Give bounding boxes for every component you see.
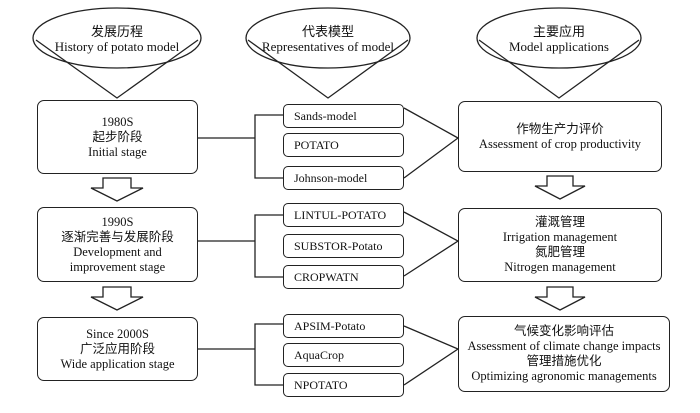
- down-arrow-right-1: [534, 175, 586, 200]
- model-label: AquaCrop: [294, 348, 344, 362]
- stage-box-initial: 1980S 起步阶段 Initial stage: [37, 100, 198, 174]
- brace-stage-2: [198, 214, 283, 278]
- model-box: NPOTATO: [283, 373, 404, 397]
- converge-group-2: [403, 211, 460, 277]
- header-applications-en: Model applications: [508, 39, 609, 54]
- down-arrow-left-1: [90, 177, 144, 202]
- application-en-2: Nitrogen management: [504, 260, 616, 274]
- model-label: APSIM-Potato: [294, 319, 366, 333]
- stage-box-wide-application: Since 2000S 广泛应用阶段 Wide application stag…: [37, 317, 198, 381]
- model-box: SUBSTOR-Potato: [283, 234, 404, 258]
- model-box: CROPWATN: [283, 265, 404, 289]
- model-label: NPOTATO: [294, 378, 348, 392]
- stage-name-zh: 逐渐完善与发展阶段: [61, 229, 174, 244]
- header-history: 发展历程 History of potato model: [37, 24, 197, 54]
- stage-period: 1990S: [101, 214, 134, 229]
- down-arrow-right-2: [534, 286, 586, 311]
- application-en-2: Optimizing agronomic managements: [471, 369, 657, 383]
- converge-group-3: [403, 325, 460, 386]
- model-label: Sands-model: [294, 109, 357, 123]
- stage-name-en: Development and: [73, 244, 162, 259]
- model-box: APSIM-Potato: [283, 314, 404, 338]
- stage-period: Since 2000S: [86, 326, 149, 341]
- header-models-en: Representatives of model: [261, 39, 395, 54]
- application-zh: 作物生产力评价: [516, 121, 604, 136]
- stage-period: 1980S: [101, 114, 134, 129]
- model-label: CROPWATN: [294, 270, 359, 284]
- model-box: Johnson-model: [283, 166, 404, 190]
- header-history-en: History of potato model: [54, 39, 180, 54]
- header-applications: 主要应用 Model applications: [479, 24, 639, 54]
- header-applications-zh: 主要应用: [532, 24, 585, 39]
- application-zh-2: 氮肥管理: [534, 245, 585, 259]
- application-zh: 气候变化影响评估: [513, 324, 614, 338]
- brace-stage-1: [198, 114, 283, 179]
- application-en: Assessment of crop productivity: [478, 136, 642, 151]
- model-label: Johnson-model: [294, 171, 368, 185]
- header-history-zh: 发展历程: [90, 24, 143, 39]
- model-box: POTATO: [283, 133, 404, 157]
- stage-name-zh: 广泛应用阶段: [79, 341, 155, 356]
- application-box-climate-management: 气候变化影响评估 Assessment of climate change im…: [458, 316, 670, 392]
- header-ellipse-history: [32, 7, 202, 69]
- model-label: POTATO: [294, 138, 339, 152]
- header-models: 代表模型 Representatives of model: [248, 24, 408, 54]
- application-zh: 灌溉管理: [534, 215, 585, 229]
- header-ellipse-applications: [476, 7, 642, 69]
- model-label: SUBSTOR-Potato: [294, 239, 383, 253]
- application-box-productivity: 作物生产力评价 Assessment of crop productivity: [458, 101, 662, 172]
- model-label: LINTUL-POTATO: [294, 208, 387, 222]
- header-triangle-models: [247, 39, 409, 99]
- down-arrow-left-2: [90, 286, 144, 311]
- brace-stage-3: [198, 323, 283, 386]
- model-box: LINTUL-POTATO: [283, 203, 404, 227]
- stage-name-zh: 起步阶段: [92, 129, 143, 144]
- stage-box-development: 1990S 逐渐完善与发展阶段 Development and improvem…: [37, 207, 198, 282]
- stage-name-en: Wide application stage: [60, 356, 175, 371]
- stage-name-en: Initial stage: [88, 144, 147, 159]
- model-box: AquaCrop: [283, 343, 404, 367]
- application-zh-2: 管理措施优化: [526, 354, 602, 368]
- model-box: Sands-model: [283, 104, 404, 128]
- application-box-irrigation-nitrogen: 灌溉管理 Irrigation management 氮肥管理 Nitrogen…: [458, 208, 662, 282]
- header-ellipse-models: [245, 7, 411, 69]
- header-models-zh: 代表模型: [301, 24, 354, 39]
- header-triangle-applications: [478, 39, 640, 99]
- header-triangle-history: [35, 39, 199, 99]
- stage-name-en-2: improvement stage: [69, 259, 166, 274]
- application-en: Assessment of climate change impacts: [467, 339, 661, 353]
- application-en: Irrigation management: [502, 230, 618, 244]
- converge-group-1: [403, 107, 460, 179]
